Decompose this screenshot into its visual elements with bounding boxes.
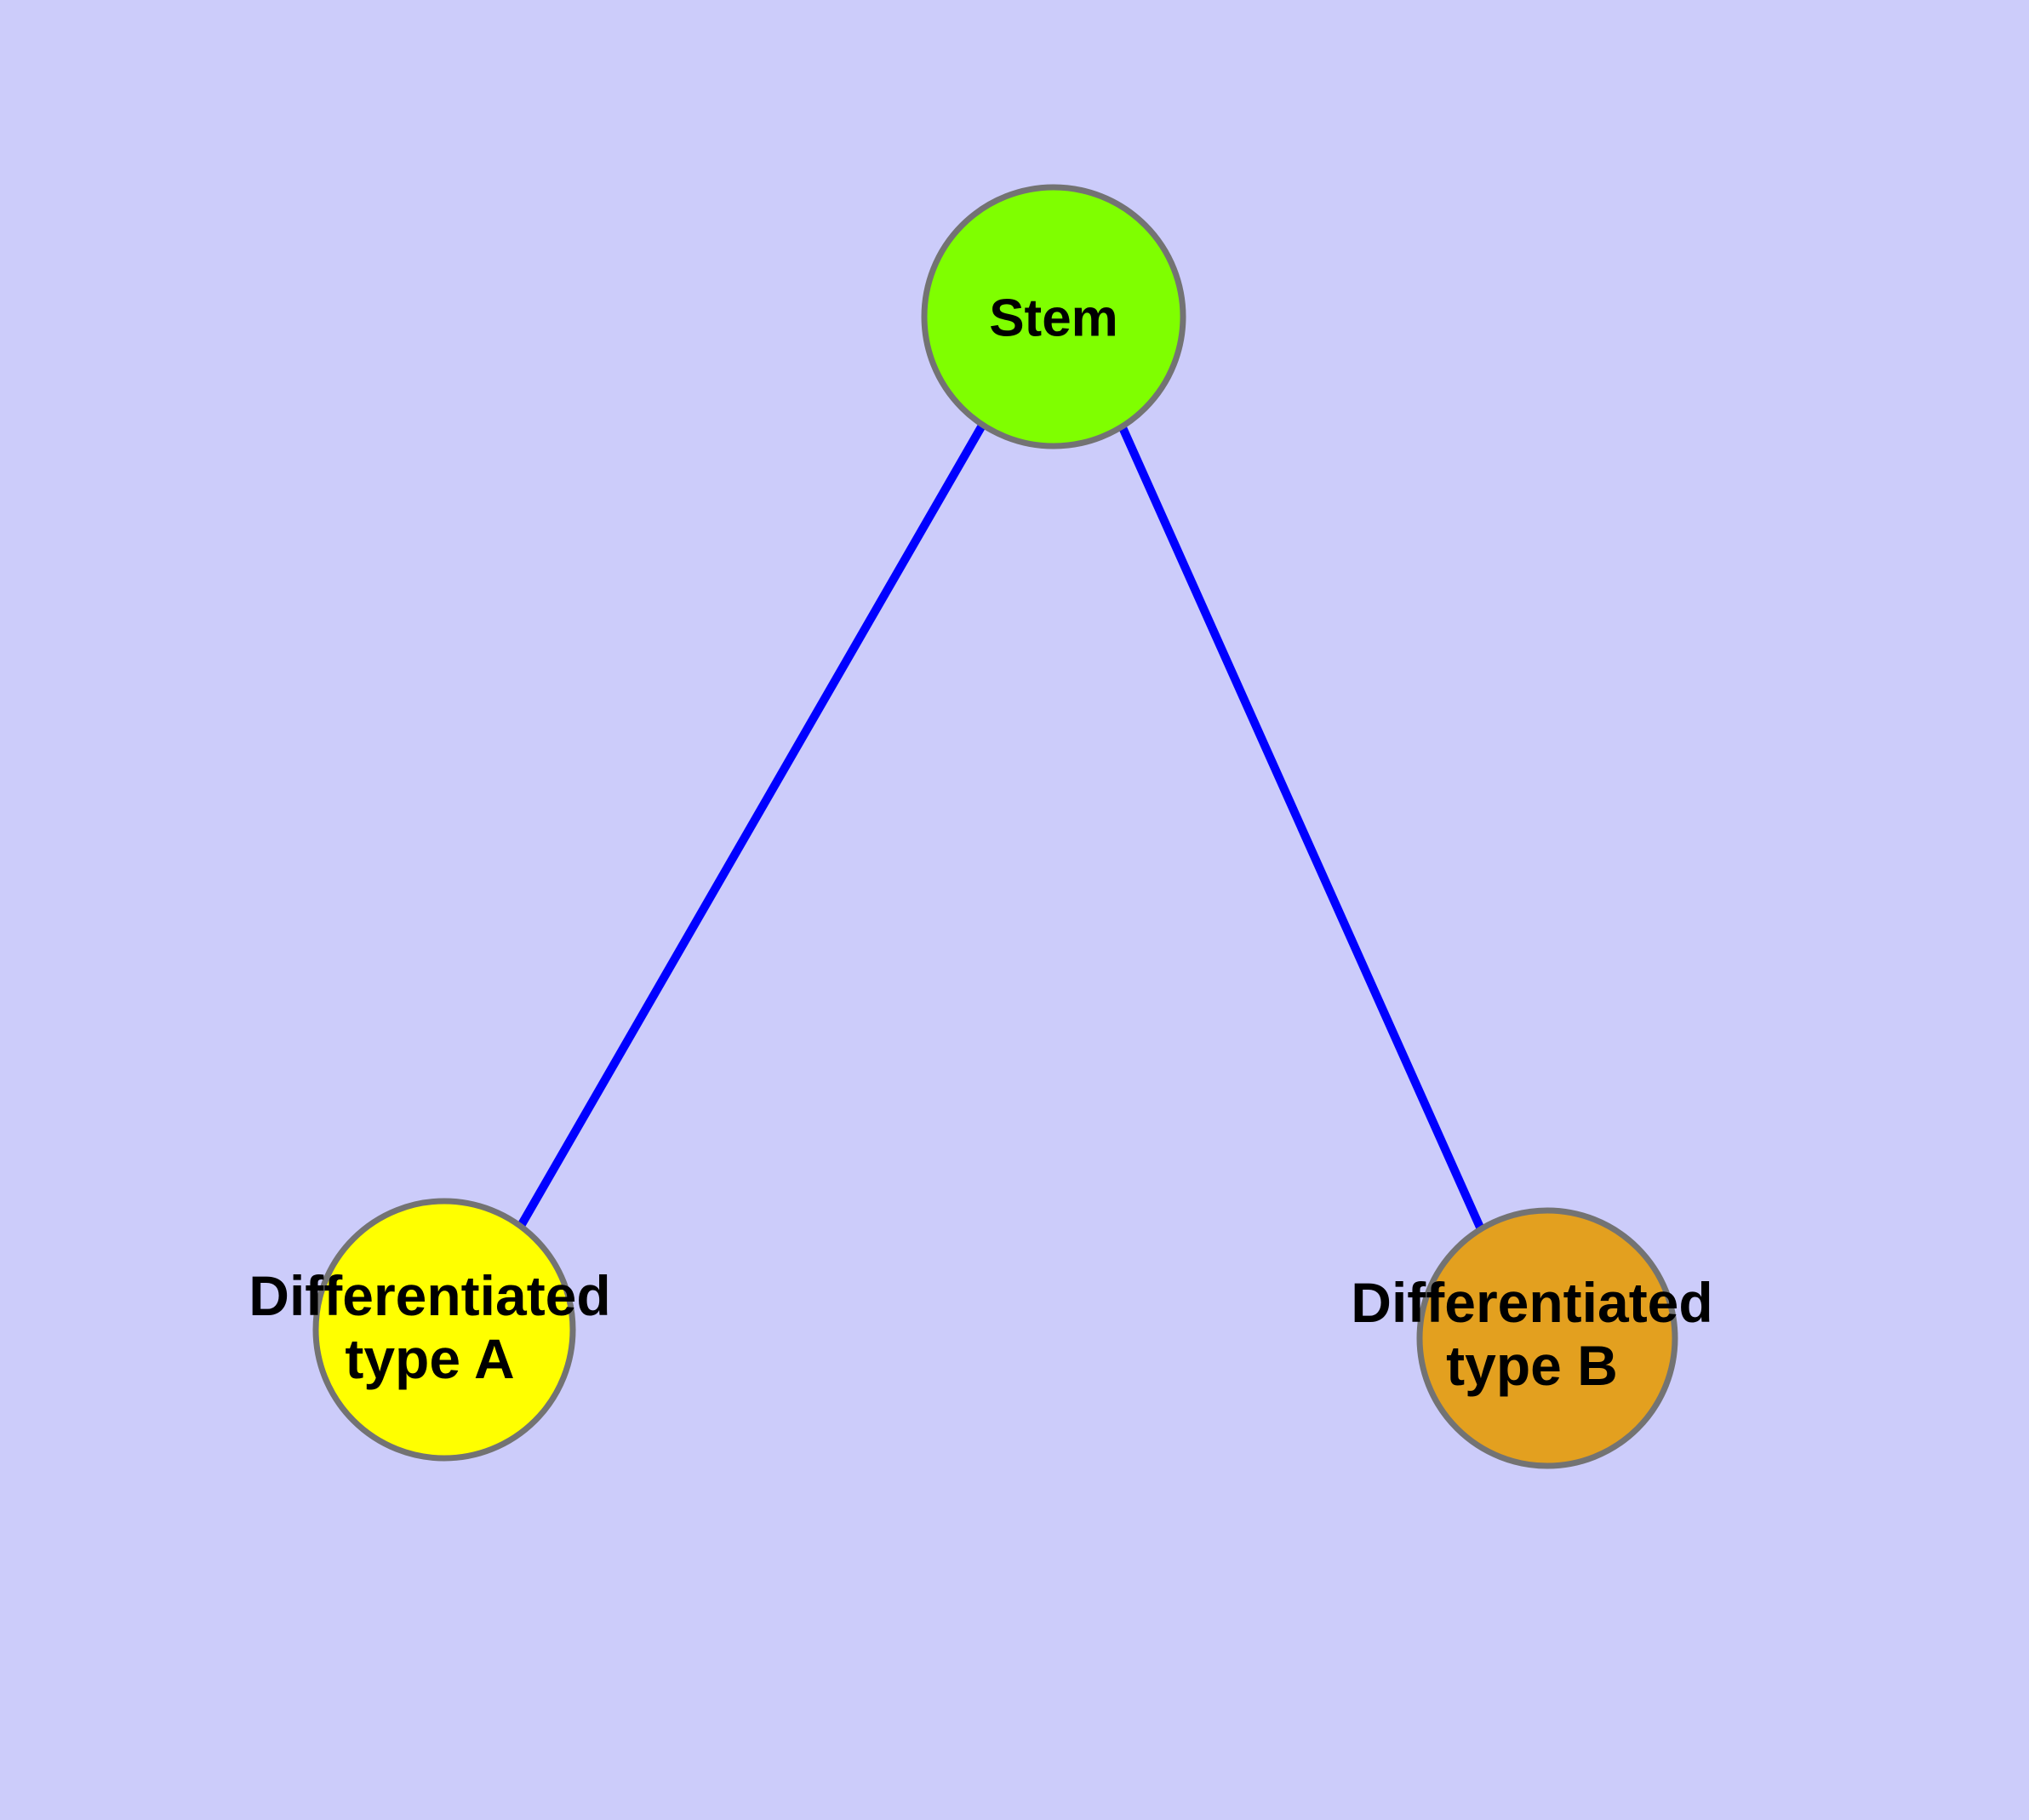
node-circle-diff-a[interactable]	[312, 1198, 576, 1462]
node-circle-diff-b[interactable]	[1416, 1207, 1678, 1469]
edge-layer	[517, 421, 1485, 1232]
node-circle-stem[interactable]	[921, 184, 1186, 449]
edge-stem-to-diff-a[interactable]	[517, 421, 987, 1228]
node-layer	[312, 184, 1678, 1469]
edge-stem-to-diff-b[interactable]	[1117, 423, 1485, 1232]
